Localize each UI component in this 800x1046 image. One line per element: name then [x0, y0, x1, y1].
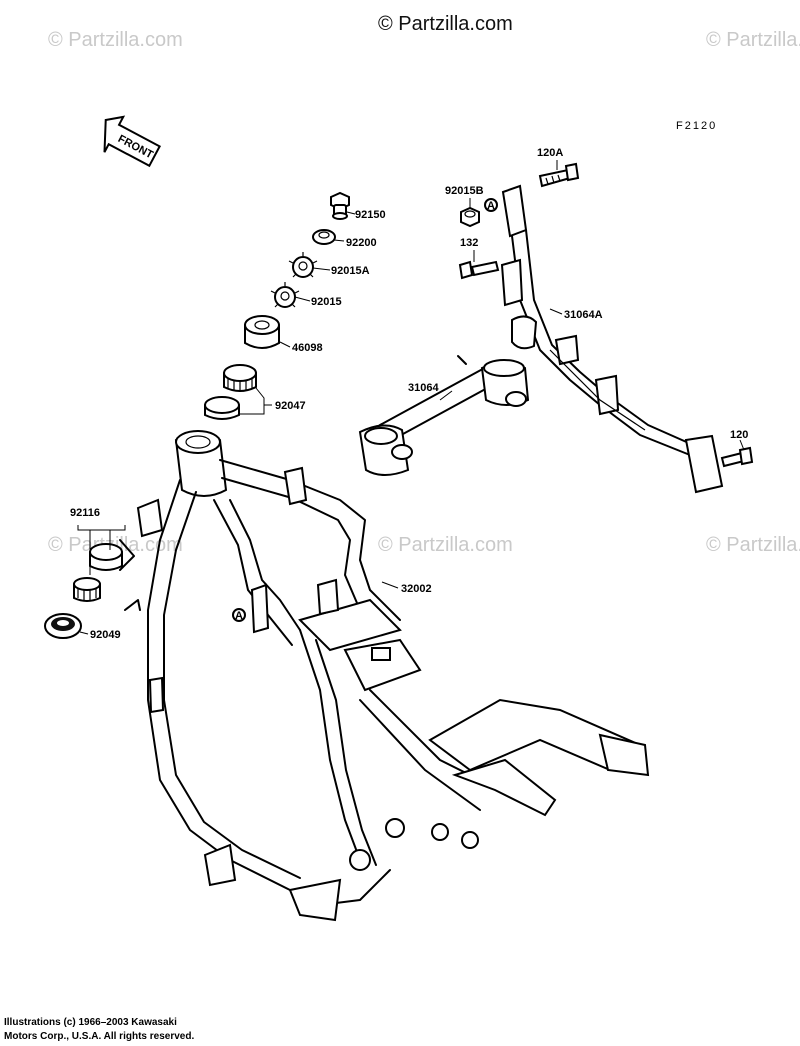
bearing-upper-92047-icon — [223, 364, 257, 392]
watermark-top-right: © Partzilla.com — [706, 29, 800, 51]
seal-92049-icon — [44, 613, 82, 639]
frame-32002 — [119, 430, 650, 922]
nut-92015B-icon — [460, 206, 480, 228]
copyright-line-2: Motors Corp., U.S.A. All rights reserved… — [4, 1031, 194, 1042]
siderail-31064A — [500, 184, 724, 494]
nut-92015-icon — [270, 282, 300, 308]
copyright-line-1: Illustrations (c) 1966–2003 Kawasaki — [4, 1017, 177, 1028]
nut-92015A-icon — [288, 252, 318, 278]
callout-92049: 92049 — [90, 629, 121, 641]
cap-46098-icon — [244, 315, 280, 349]
callout-31064: 31064 — [408, 382, 439, 394]
front-arrow-icon: FRONT — [103, 115, 162, 168]
bolt-120-icon — [720, 446, 754, 468]
callout-92015A: 92015A — [331, 265, 370, 277]
callout-92015B: 92015B — [445, 185, 484, 197]
callout-120: 120 — [730, 429, 748, 441]
callout-132: 132 — [460, 237, 478, 249]
bearing-lower-92116-icon — [73, 577, 101, 602]
bolt-120A-icon — [538, 162, 580, 188]
ref-marker-a-2: A — [232, 608, 246, 622]
watermark-top-center: © Partzilla.com — [378, 13, 513, 35]
callout-120A: 120A — [537, 147, 563, 159]
callout-46098: 46098 — [292, 342, 323, 354]
callout-92150: 92150 — [355, 209, 386, 221]
callout-32002: 32002 — [401, 583, 432, 595]
race-lower-92116-icon — [89, 543, 123, 571]
callout-92200: 92200 — [346, 237, 377, 249]
callout-31064A: 31064A — [564, 309, 603, 321]
callout-92047: 92047 — [275, 400, 306, 412]
crossmember-31064 — [358, 355, 530, 476]
svg-text:A: A — [487, 200, 495, 212]
svg-text:A: A — [235, 610, 243, 622]
race-upper-92047-icon — [204, 396, 240, 420]
bolt-132-icon — [458, 260, 500, 280]
watermark-mid-right: © Partzilla.com — [706, 534, 800, 556]
callout-92015: 92015 — [311, 296, 342, 308]
callout-92116: 92116 — [70, 507, 100, 519]
ref-marker-a-1: A — [484, 198, 498, 212]
washer-92200-icon — [312, 229, 336, 245]
figure-code: F2120 — [676, 120, 717, 132]
watermark-top-left: © Partzilla.com — [48, 29, 183, 51]
watermark-mid-center: © Partzilla.com — [378, 534, 513, 556]
bolt-92150-icon — [330, 191, 350, 220]
